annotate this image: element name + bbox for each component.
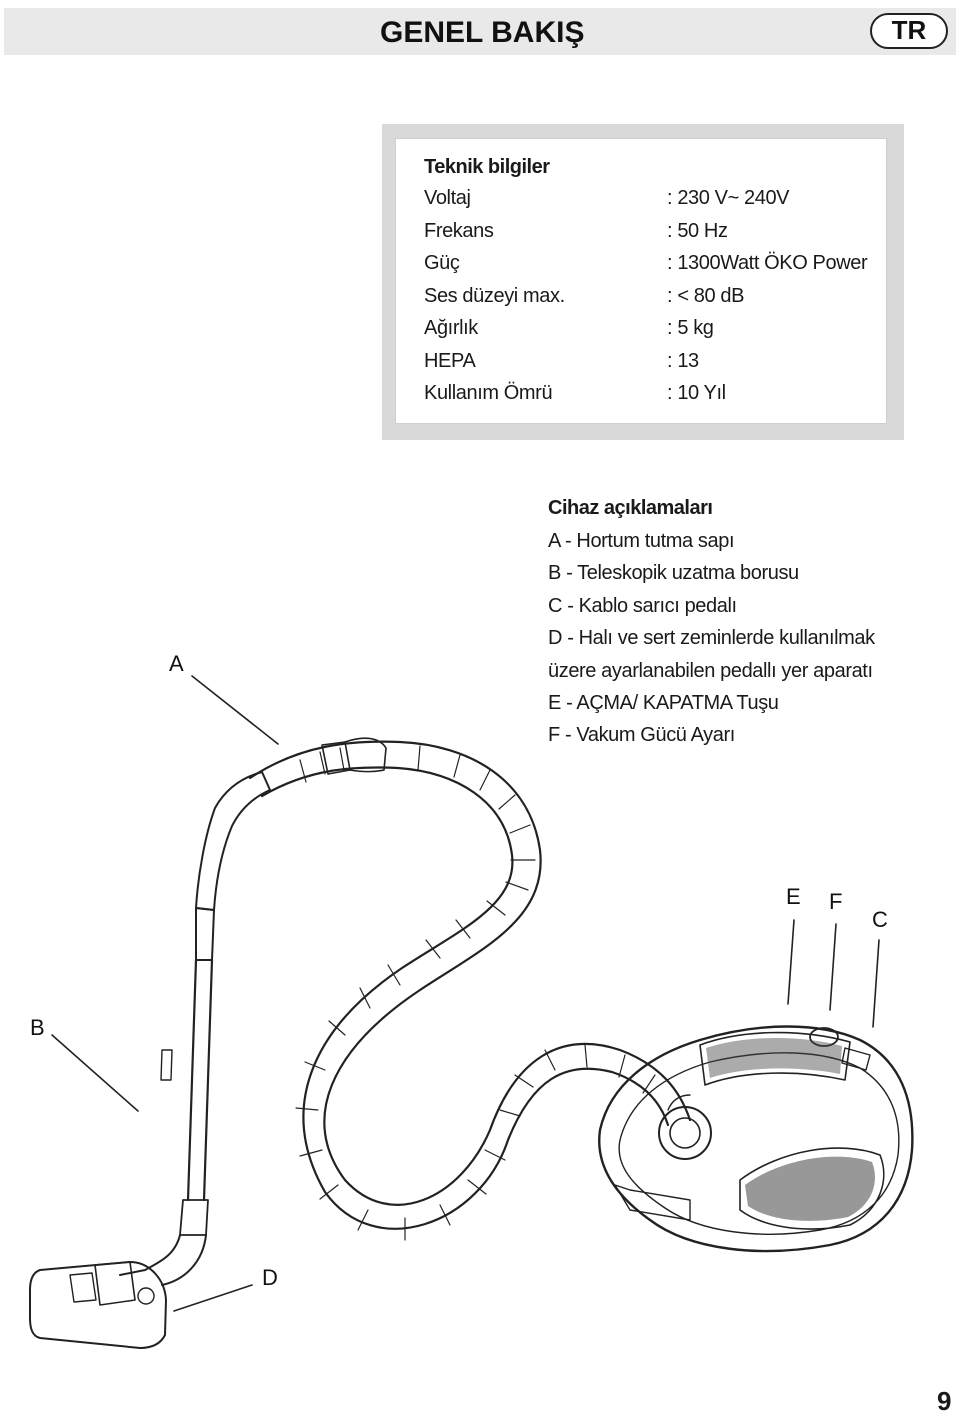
telescopic-tube — [186, 958, 214, 1202]
technical-specs-panel — [395, 138, 887, 424]
hose-connector-end — [344, 737, 387, 773]
side-grille — [739, 1147, 885, 1230]
callout-line-f — [829, 923, 837, 1011]
nozzle-neck-inner — [161, 1234, 207, 1286]
callout-line-a — [191, 675, 279, 745]
nozzle-wheel — [137, 1287, 155, 1305]
callout-f: F — [829, 889, 843, 914]
callout-line-e — [787, 919, 795, 1005]
floor-nozzle-body — [29, 1261, 167, 1349]
nozzle-pedal — [94, 1261, 136, 1306]
spec-label: Ses düzeyi max. — [424, 285, 565, 307]
spec-value: : < 80 dB — [667, 285, 745, 307]
callout-b: B — [30, 1015, 45, 1040]
callout-line-b — [51, 1034, 139, 1112]
grille-texture — [706, 1037, 875, 1221]
hose-outer-edge — [248, 740, 692, 1206]
cord-rewind-pedal — [841, 1047, 871, 1071]
description-line: C - Kablo sarıcı pedalı — [548, 595, 737, 617]
spec-label: HEPA — [424, 350, 476, 372]
page-header: GENEL BAKIŞ TR — [4, 8, 956, 55]
hose-handle — [195, 771, 271, 911]
hose-inlet-inner — [669, 1117, 701, 1149]
vacuum-body-inner — [618, 1052, 900, 1235]
tube-clip — [160, 1049, 173, 1081]
hose-ribs — [295, 745, 656, 1241]
callout-line-c — [872, 939, 880, 1028]
spec-row-hepa: HEPA : 13 — [424, 350, 894, 380]
spec-row-power: Güç : 1300Watt ÖKO Power — [424, 252, 894, 282]
spec-value: : 13 — [667, 350, 699, 372]
description-line: E - AÇMA/ KAPATMA Tuşu — [548, 692, 779, 714]
hose-inlet — [658, 1106, 712, 1160]
description-line: üzere ayarlanabilen pedallı yer aparatı — [548, 660, 873, 682]
spec-row-noise: Ses düzeyi max. : < 80 dB — [424, 285, 894, 315]
spec-value: : 1300Watt ÖKO Power — [667, 252, 868, 274]
spec-label: Kullanım Ömrü — [424, 382, 553, 404]
spec-row-weight: Ağırlık : 5 kg — [424, 317, 894, 347]
spec-row-voltage: Voltaj : 230 V~ 240V — [424, 187, 894, 217]
vacuum-body — [598, 1025, 914, 1253]
callout-e: E — [786, 884, 801, 909]
page-title: GENEL BAKIŞ — [380, 16, 585, 49]
nozzle-joint — [69, 1272, 97, 1303]
spec-label: Güç — [424, 252, 460, 274]
language-badge: TR — [870, 13, 948, 49]
tube-collar — [195, 907, 215, 961]
spec-value: : 5 kg — [667, 317, 714, 339]
description-line: F - Vakum Gücü Ayarı — [548, 724, 735, 746]
vacuum-top-vent — [699, 1031, 851, 1086]
callout-a: A — [169, 651, 184, 676]
callout-c: C — [872, 907, 888, 932]
front-latch — [614, 1184, 691, 1221]
tube-joint — [179, 1199, 209, 1236]
description-heading: Cihaz açıklamaları — [548, 497, 713, 519]
spec-row-lifetime: Kullanım Ömrü : 10 Yıl — [424, 382, 894, 412]
spec-value: : 230 V~ 240V — [667, 187, 790, 209]
callout-line-d — [173, 1284, 253, 1312]
description-line: A - Hortum tutma sapı — [548, 530, 735, 552]
callout-d: D — [262, 1265, 278, 1290]
hose-inner-edge — [260, 766, 670, 1230]
power-dial — [809, 1027, 839, 1047]
spec-row-frequency: Frekans : 50 Hz — [424, 220, 894, 250]
specs-heading: Teknik bilgiler — [424, 156, 550, 178]
spec-value: : 10 Yıl — [667, 382, 726, 404]
spec-label: Frekans — [424, 220, 494, 242]
description-line: B - Teleskopik uzatma borusu — [548, 562, 799, 584]
nozzle-neck — [119, 1234, 181, 1276]
page-number: 9 — [937, 1386, 952, 1416]
spec-label: Ağırlık — [424, 317, 478, 339]
spec-label: Voltaj — [424, 187, 471, 209]
spec-value: : 50 Hz — [667, 220, 728, 242]
description-line: D - Halı ve sert zeminlerde kullanılmak — [548, 627, 875, 649]
